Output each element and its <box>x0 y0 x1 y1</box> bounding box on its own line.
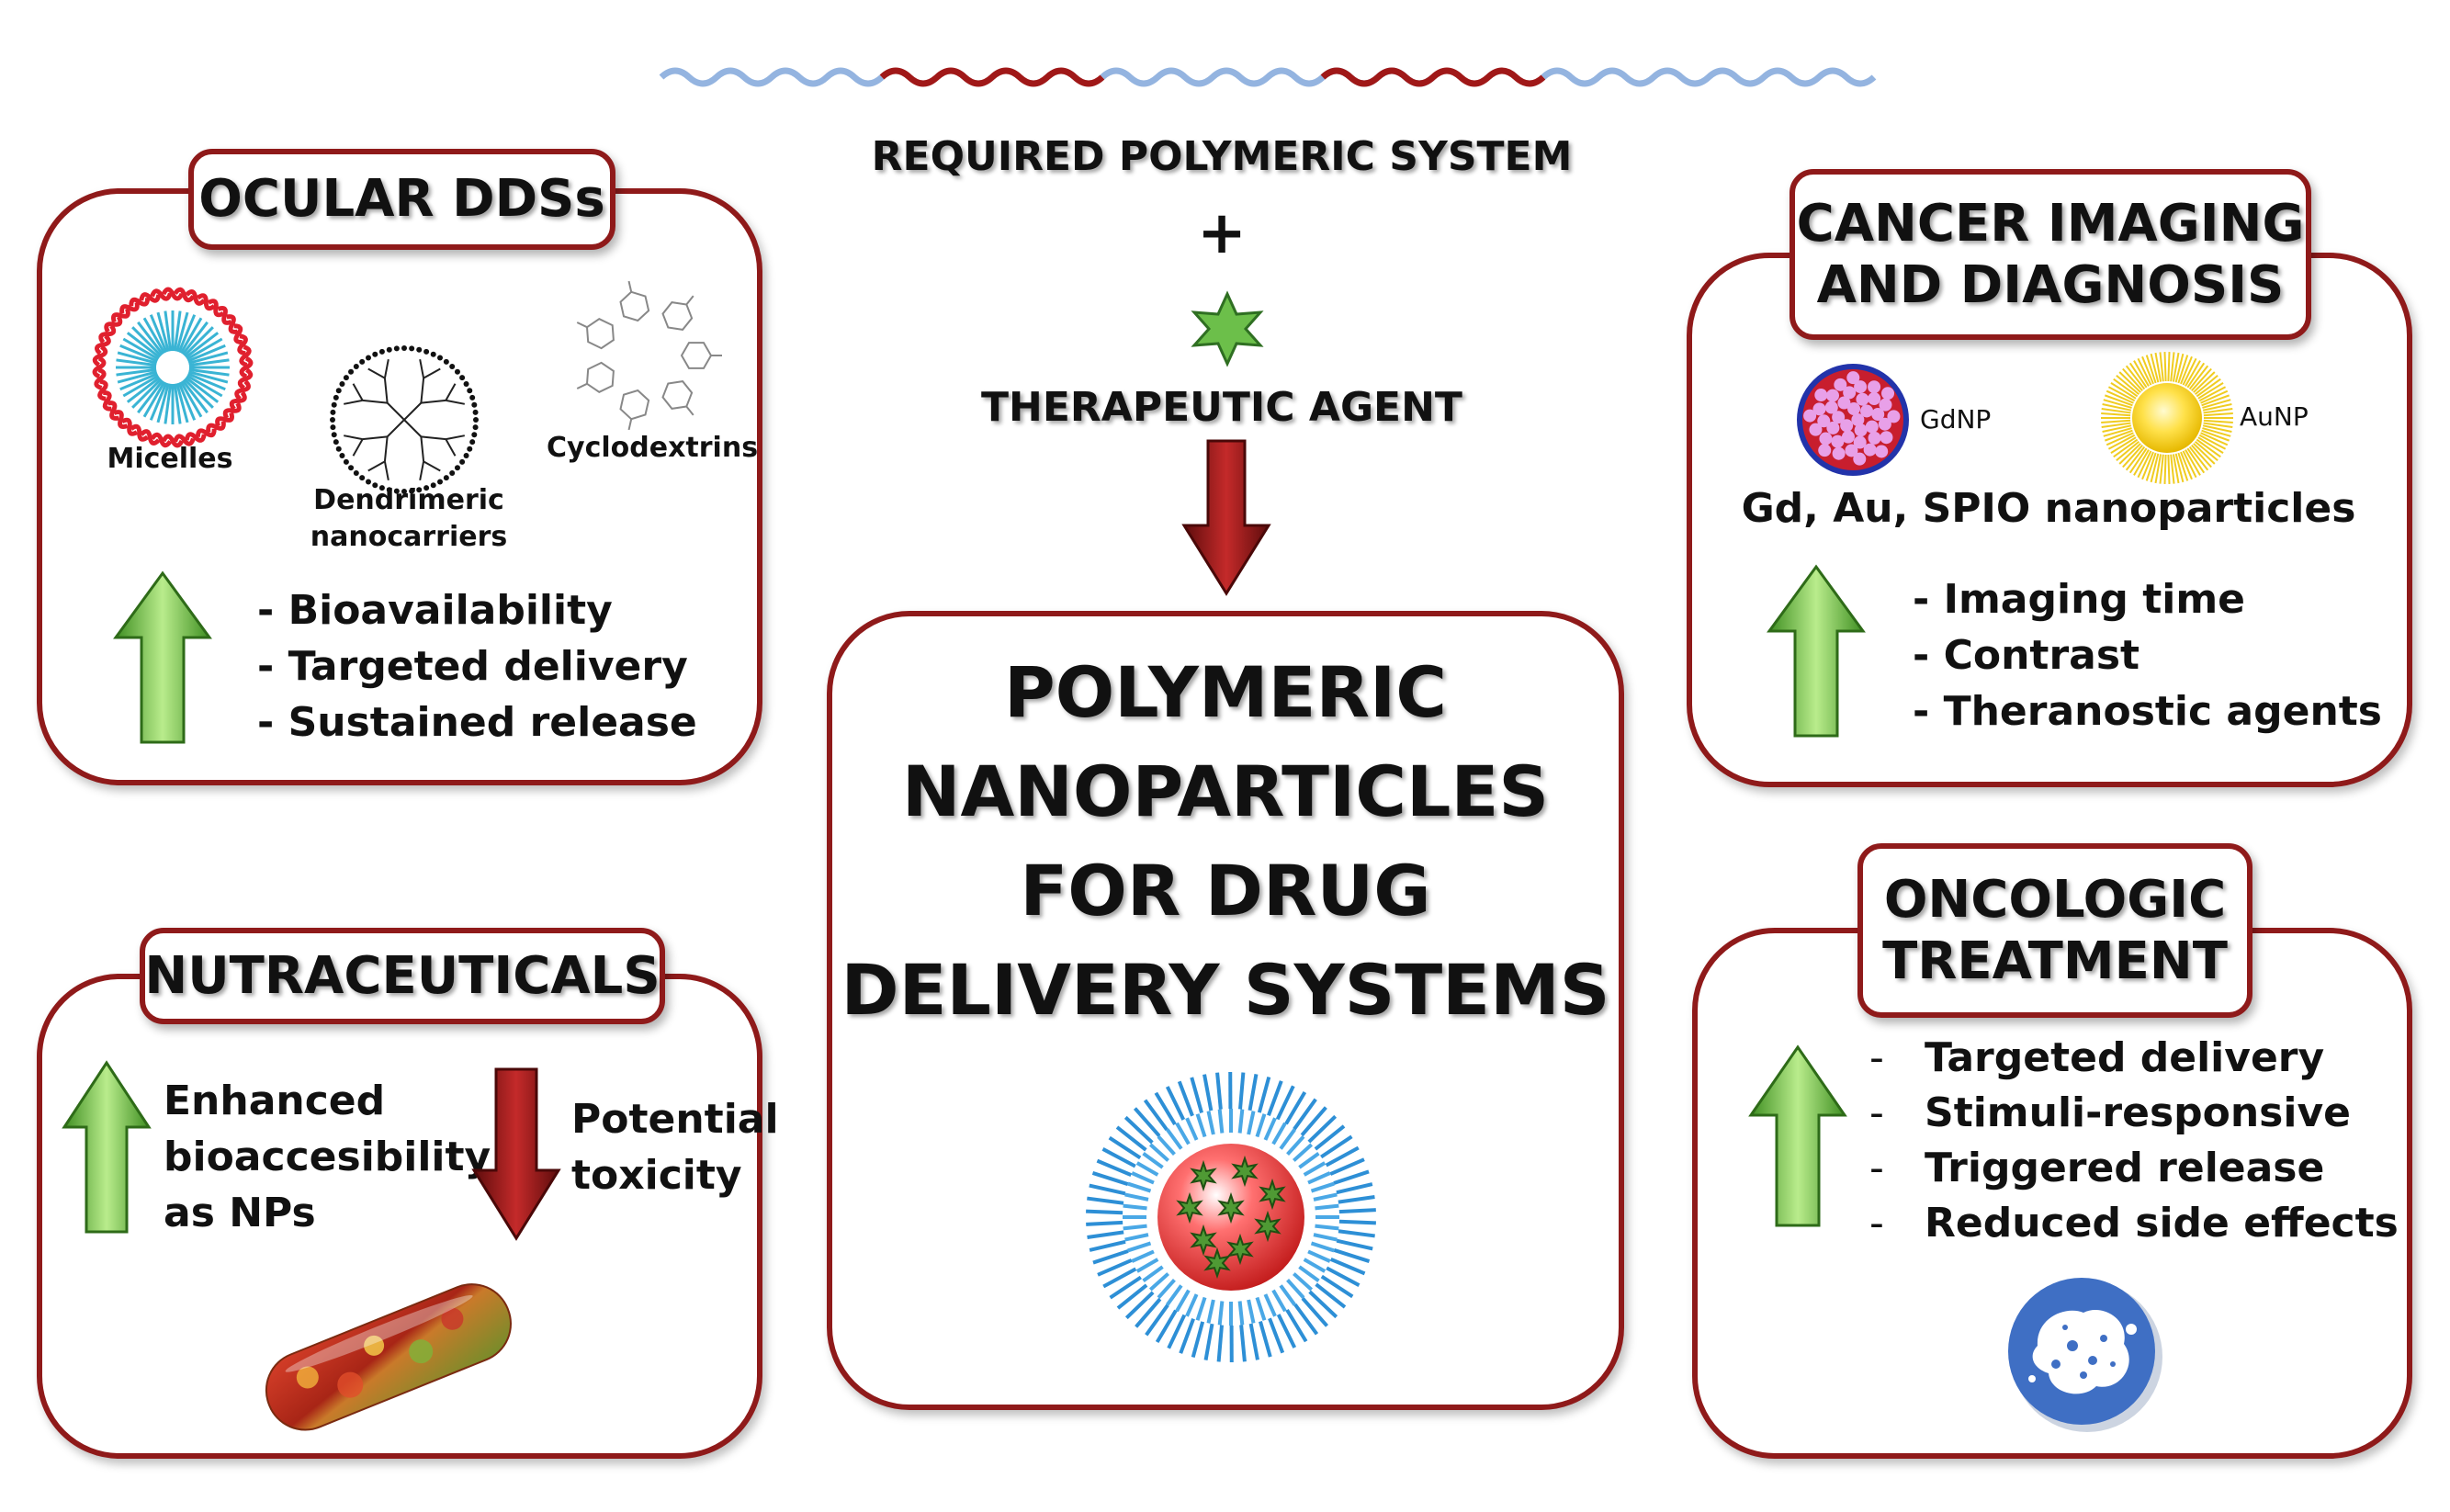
nutraceutical-capsule-icon <box>265 1283 512 1431</box>
therapeutic-agent-star-icon <box>1191 290 1264 367</box>
required-polymeric-system-label: REQUIRED POLYMERIC SYSTEM <box>871 133 1573 180</box>
oncologic-benefit: Stimuli-responsive <box>1925 1089 2351 1136</box>
ocular-benefit: - Bioavailability <box>257 587 613 634</box>
list-dash: - <box>1869 1145 1884 1191</box>
micelle-icon <box>92 287 254 448</box>
cancer-imaging-title-line: AND DIAGNOSIS <box>1816 255 2285 315</box>
oncologic-benefit: Triggered release <box>1925 1145 2325 1191</box>
increase-arrow-icon <box>62 1060 152 1234</box>
micelles-caption: Micelles <box>107 443 233 475</box>
list-dash: - <box>1869 1034 1884 1081</box>
oncologic-title-line: ONCOLOGIC <box>1883 869 2227 930</box>
dash-column: - - - - <box>1869 1031 1884 1251</box>
ocular-benefit: - Targeted delivery <box>257 643 688 690</box>
gd-nanoparticle-icon <box>1797 364 1909 476</box>
decrease-arrow-icon <box>471 1067 561 1241</box>
enhanced-line: as NPs <box>164 1190 316 1236</box>
increase-arrow-icon <box>1767 564 1866 738</box>
plus-sign: + <box>1197 199 1247 267</box>
list-dash: - <box>1869 1089 1884 1136</box>
nutraceuticals-title: NUTRACEUTICALS <box>140 928 665 1024</box>
increase-arrow-icon <box>113 570 212 744</box>
toxicity-line: toxicity <box>571 1152 742 1199</box>
cancer-imaging-title: CANCER IMAGING AND DIAGNOSIS <box>1790 169 2311 340</box>
imaging-benefit: - Theranostic agents <box>1913 688 2382 735</box>
polymeric-nanoparticle-icon <box>1086 1071 1376 1363</box>
main-title-line: DELIVERY SYSTEMS <box>841 949 1610 1031</box>
ocular-benefits-list: - Bioavailability - Targeted delivery - … <box>257 582 697 750</box>
aunp-label: AuNP <box>2240 401 2309 432</box>
enhanced-line: Enhanced <box>164 1078 386 1124</box>
ocular-benefit: - Sustained release <box>257 699 697 746</box>
down-arrow-icon <box>1181 439 1271 596</box>
toxicity-line: Potential <box>571 1096 779 1143</box>
imaging-benefit: - Contrast <box>1913 632 2140 679</box>
oncologic-benefit: Reduced side effects <box>1925 1200 2399 1247</box>
dendrimer-caption-line: nanocarriers <box>310 521 508 553</box>
main-title-line: NANOPARTICLES <box>901 750 1550 832</box>
enhanced-bioaccessibility-text: Enhanced bioaccesibility as NPs <box>164 1073 491 1241</box>
dendrimer-icon <box>330 345 479 494</box>
dendrimer-caption: Dendrimeric nanocarriers <box>303 482 514 556</box>
ocular-title: OCULAR DDSs <box>188 149 615 250</box>
oncologic-title-line: TREATMENT <box>1882 931 2228 991</box>
main-title-line: FOR DRUG <box>1020 850 1431 931</box>
increase-arrow-icon <box>1748 1044 1847 1227</box>
main-title-line: POLYMERIC <box>1003 651 1448 733</box>
nanoparticles-subtitle: Gd, Au, SPIO nanoparticles <box>1741 485 2356 532</box>
dendrimer-caption-line: Dendrimeric <box>313 484 504 516</box>
potential-toxicity-text: Potential toxicity <box>571 1091 779 1203</box>
polymer-chain-wave <box>659 67 1877 87</box>
enhanced-line: bioaccesibility <box>164 1134 491 1180</box>
cyclodextrin-icon <box>576 280 722 431</box>
imaging-benefit: - Imaging time <box>1913 576 2246 623</box>
oncologic-benefit: Targeted delivery <box>1925 1034 2325 1081</box>
imaging-benefits-list: - Imaging time - Contrast - Theranostic … <box>1913 571 2382 739</box>
gdnp-label: GdNP <box>1920 404 1992 434</box>
cancer-imaging-title-line: CANCER IMAGING <box>1796 193 2305 254</box>
oncologic-benefits-list: Targeted delivery Stimuli-responsive Tri… <box>1925 1031 2399 1251</box>
au-nanoparticle-icon <box>2101 352 2233 484</box>
tumor-cell-icon <box>2008 1278 2162 1432</box>
therapeutic-agent-label: THERAPEUTIC AGENT <box>981 384 1462 431</box>
main-title: POLYMERIC NANOPARTICLES FOR DRUG DELIVER… <box>827 643 1624 1040</box>
oncologic-title: ONCOLOGIC TREATMENT <box>1857 843 2252 1018</box>
list-dash: - <box>1869 1200 1884 1247</box>
cyclodextrins-caption: Cyclodextrins <box>547 432 759 464</box>
